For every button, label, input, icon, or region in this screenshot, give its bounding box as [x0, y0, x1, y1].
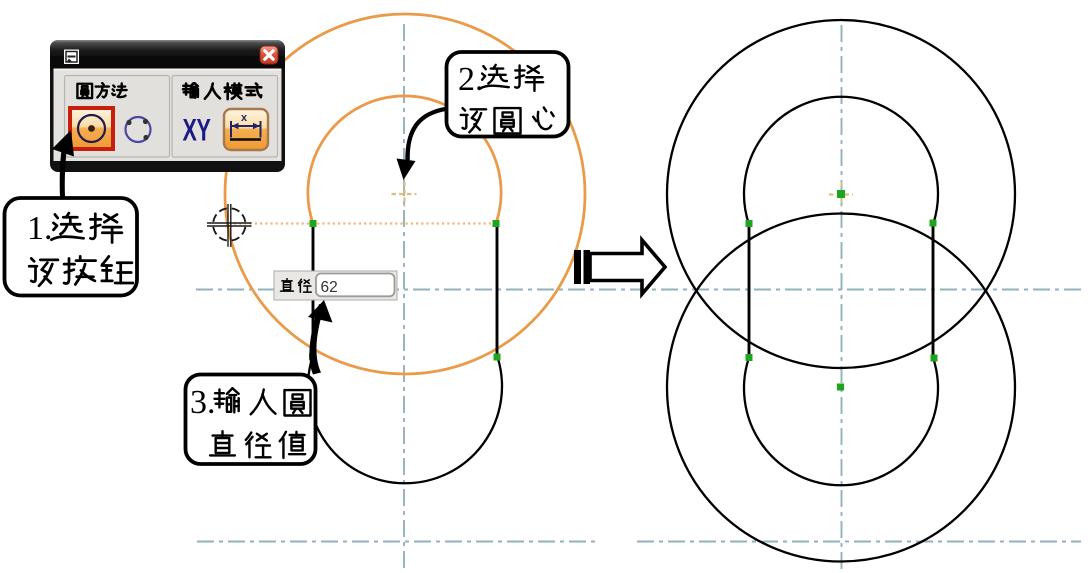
svg-text:x: x	[241, 112, 248, 124]
svg-text:3.: 3.	[190, 384, 216, 421]
svg-text:62: 62	[321, 279, 338, 296]
svg-text:1.: 1.	[27, 210, 53, 247]
svg-text:2.: 2.	[458, 61, 484, 98]
svg-text:XY: XY	[183, 111, 211, 147]
